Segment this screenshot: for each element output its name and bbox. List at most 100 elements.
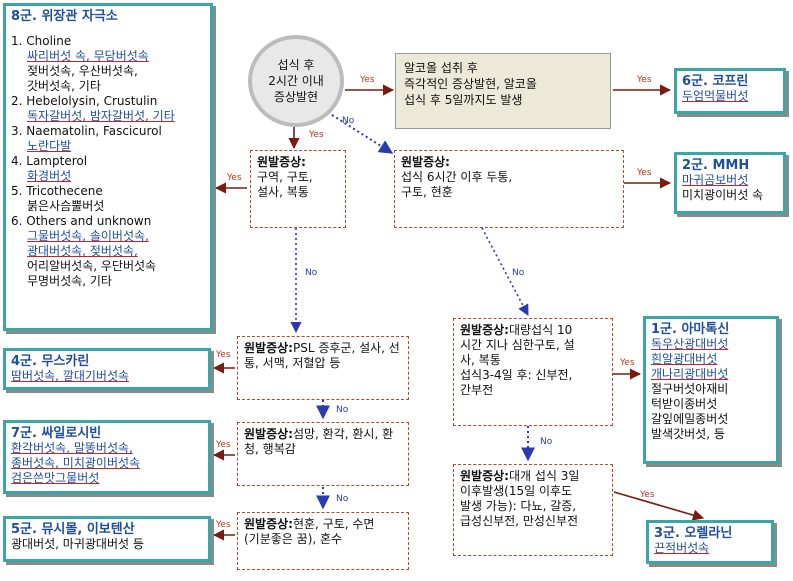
symptom-sleep-box: 원발증상:현훈, 구토, 수면 (기분좋은 꿈), 혼수 bbox=[237, 512, 409, 570]
arrow-start-to-symptom-6h bbox=[331, 114, 394, 154]
label-yes: Yes bbox=[637, 168, 652, 178]
label-no: No bbox=[512, 268, 525, 278]
label-no: No bbox=[336, 494, 349, 504]
group7-box: 7군. 싸일로시빈 환각버섯속, 말똥버섯속, 종버섯속, 미치광이버섯속 검은… bbox=[3, 420, 211, 494]
label-no: No bbox=[342, 116, 355, 126]
group8-item-3-line: 노란다발 bbox=[27, 139, 72, 153]
group5-line: 광대버섯, 마귀광대버섯 등 bbox=[11, 537, 144, 551]
group8-item-5-line: 붉은사슴뿔버섯 bbox=[27, 199, 105, 213]
label-yes: Yes bbox=[640, 490, 655, 500]
group4-title: 4군. 무스카린 bbox=[11, 354, 90, 369]
symptom-gi-label: 원발증상: bbox=[257, 155, 306, 169]
symptom-10h-line: 사, 복통 bbox=[460, 353, 501, 367]
group3-title: 3군. 오렐라닌 bbox=[654, 526, 733, 541]
group1-line: 흰알광대버섯 bbox=[651, 352, 718, 366]
label-yes: Yes bbox=[216, 520, 231, 530]
symptom-6h-label: 원발증상: bbox=[401, 155, 450, 169]
label-yes: Yes bbox=[637, 75, 652, 85]
symptom-3day-line: 이후발생(15일 이후도 bbox=[460, 484, 573, 498]
group3-line: 끈적버섯속 bbox=[654, 541, 710, 555]
label-yes: Yes bbox=[620, 358, 635, 368]
group1-line: 독우산광대버섯 bbox=[651, 337, 729, 351]
symptom-3day-line: 발생 가능): 다뇨, 갈증, bbox=[460, 499, 577, 513]
group2-line: 미치광이버섯 속 bbox=[682, 188, 764, 202]
start-line: 증상발현 bbox=[273, 90, 319, 104]
alcohol-note-line: 알코올 섭취 후 bbox=[404, 61, 478, 75]
group1-line: 개나리광대버섯 bbox=[651, 367, 729, 381]
label-yes: Yes bbox=[309, 130, 324, 140]
start-node: 섭식 후 2시간 이내 증상발현 bbox=[248, 35, 344, 127]
symptom-10h-label: 원발증상: bbox=[460, 323, 509, 337]
group8-item-5-head: 5. Tricothecene bbox=[11, 184, 103, 198]
symptom-6h-line: 구토, 현훈 bbox=[401, 185, 453, 199]
symptom-gi-line: 구역, 구토, bbox=[257, 170, 313, 184]
group6-title: 6군. 코프린 bbox=[682, 74, 749, 89]
group2-title: 2군. MMH bbox=[682, 158, 750, 173]
group1-line: 턱받이종버섯 bbox=[651, 397, 718, 411]
symptom-10h-line: 섭식3-4일 후: 신부전, bbox=[460, 368, 573, 382]
group8-item-1-line: 싸리버섯 속, 무당버섯속 bbox=[27, 49, 149, 63]
symptom-3day-label: 원발증상: bbox=[460, 469, 509, 483]
symptom-3day-box: 원발증상:대개 섭식 3일 이후발생(15일 이후도 발생 가능): 다뇨, 갈… bbox=[453, 464, 613, 556]
group2-line: 마귀곰보버섯 bbox=[682, 173, 749, 187]
group7-line: 검은쓴맛그물버섯 bbox=[11, 471, 100, 485]
group6-line: 두엄먹물버섯 bbox=[682, 89, 749, 103]
group8-item-2-line: 독자갈버섯, 밤자갈버섯, 기타 bbox=[27, 109, 175, 123]
label-yes: Yes bbox=[227, 173, 242, 183]
group1-box: 1군. 아마톡신 독우산광대버섯 흰알광대버섯 개나리광대버섯 절구버섯아재비 … bbox=[643, 316, 779, 464]
symptom-hallu-label: 원발증상: bbox=[244, 427, 293, 441]
symptom-10h-box: 원발증상:대량섭식 10 시간 지나 심한구토, 설 사, 복통 섭식3-4일 … bbox=[453, 318, 613, 426]
group8-item-6-line: 무명버섯속, 기타 bbox=[27, 274, 112, 288]
label-yes: Yes bbox=[216, 440, 231, 450]
symptom-10h-line: 간부전 bbox=[460, 383, 494, 397]
group8-item-6-head: 6. Others and unknown bbox=[11, 214, 152, 228]
symptom-sleep-line: 현훈, 구토, 수면 bbox=[292, 517, 375, 531]
group8-item-2-head: 2. Hebelolysin, Crustulin bbox=[11, 94, 158, 108]
group8-title: 8군. 위장관 자극소 bbox=[11, 9, 118, 24]
symptom-10h-line: 시간 지나 심한구토, 설 bbox=[460, 338, 575, 352]
start-line: 섭식 후 bbox=[277, 58, 315, 72]
symptom-psl-label: 원발증상: bbox=[244, 341, 293, 355]
group7-line: 종버섯속, 미치광이버섯속 bbox=[11, 456, 141, 470]
group4-box: 4군. 무스카린 땀버섯속, 깔대기버섯속 bbox=[3, 348, 211, 390]
symptom-6h-box: 원발증상: 섭식 6시간 이후 두통, 구토, 현훈 bbox=[394, 150, 624, 228]
group2-box: 2군. MMH 마귀곰보버섯 미치광이버섯 속 bbox=[674, 152, 786, 214]
group8-item-1-head: 1. Choline bbox=[11, 34, 72, 48]
symptom-gi-line: 설사, 복통 bbox=[257, 185, 309, 199]
group1-line: 갈잎에밀종버섯 bbox=[651, 412, 729, 426]
arrow-symptom-6h-to-10h bbox=[481, 227, 529, 316]
alcohol-note-line: 섭식 후 5일까지도 발생 bbox=[404, 93, 523, 107]
group1-line: 발색갓버섯, 등 bbox=[651, 427, 725, 441]
group4-line: 땀버섯속, 깔대기버섯속 bbox=[11, 369, 130, 383]
group8-item-3-head: 3. Naematolin, Fascicurol bbox=[11, 124, 162, 138]
label-yes: Yes bbox=[360, 75, 375, 85]
group1-line: 절구버섯아재비 bbox=[651, 382, 729, 396]
group8-item-6-line: 그물버섯속, 솔이버섯속, bbox=[27, 229, 149, 243]
group1-title: 1군. 아마톡신 bbox=[651, 322, 730, 337]
group5-title: 5군. 뮤시몰, 이보텐산 bbox=[11, 522, 135, 537]
symptom-gi-box: 원발증상: 구역, 구토, 설사, 복통 bbox=[250, 150, 346, 228]
symptom-psl-text: PSL 증후군, 설사, 선통, 서맥, 저혈압 등 bbox=[244, 341, 400, 370]
label-yes: Yes bbox=[216, 350, 231, 360]
group8-item-1-line: 젖버섯속, 우산버섯속, bbox=[27, 64, 138, 78]
group8-item-4-head: 4. Lampterol bbox=[11, 154, 88, 168]
group6-box: 6군. 코프린 두엄먹물버섯 bbox=[674, 68, 786, 114]
symptom-3day-line: 대개 섭식 3일 bbox=[508, 469, 580, 483]
group8-box: 8군. 위장관 자극소 1. Choline 싸리버섯 속, 무당버섯속 젖버섯… bbox=[3, 3, 213, 331]
group5-box: 5군. 뮤시몰, 이보텐산 광대버섯, 마귀광대버섯 등 bbox=[3, 516, 211, 562]
label-no: No bbox=[305, 268, 318, 278]
group8-item-6-line: 어리알버섯속, 우단버섯속 bbox=[27, 259, 157, 273]
group3-box: 3군. 오렐라닌 끈적버섯속 bbox=[646, 520, 774, 564]
alcohol-note-line: 즉각적인 증상발현, 알코올 bbox=[404, 77, 537, 91]
symptom-sleep-line: (기분좋은 꿈), 혼수 bbox=[244, 532, 343, 546]
symptom-psl-box: 원발증상:PSL 증후군, 설사, 선통, 서맥, 저혈압 등 bbox=[237, 336, 409, 400]
symptom-10h-line: 대량섭식 10 bbox=[508, 323, 573, 337]
group7-title: 7군. 싸일로시빈 bbox=[11, 426, 102, 441]
group8-item-4-line: 화경버섯 bbox=[27, 169, 72, 183]
group8-item-6-line: 광대버섯속, 젖버섯속, bbox=[27, 244, 138, 258]
symptom-hallu-text: 섬망, 환각, 환시, 환청, 행복감 bbox=[244, 427, 394, 456]
symptom-sleep-label: 원발증상: bbox=[244, 517, 293, 531]
symptom-hallu-box: 원발증상:섬망, 환각, 환시, 환청, 행복감 bbox=[237, 422, 409, 486]
group7-line: 환각버섯속, 말똥버섯속, bbox=[11, 441, 133, 455]
